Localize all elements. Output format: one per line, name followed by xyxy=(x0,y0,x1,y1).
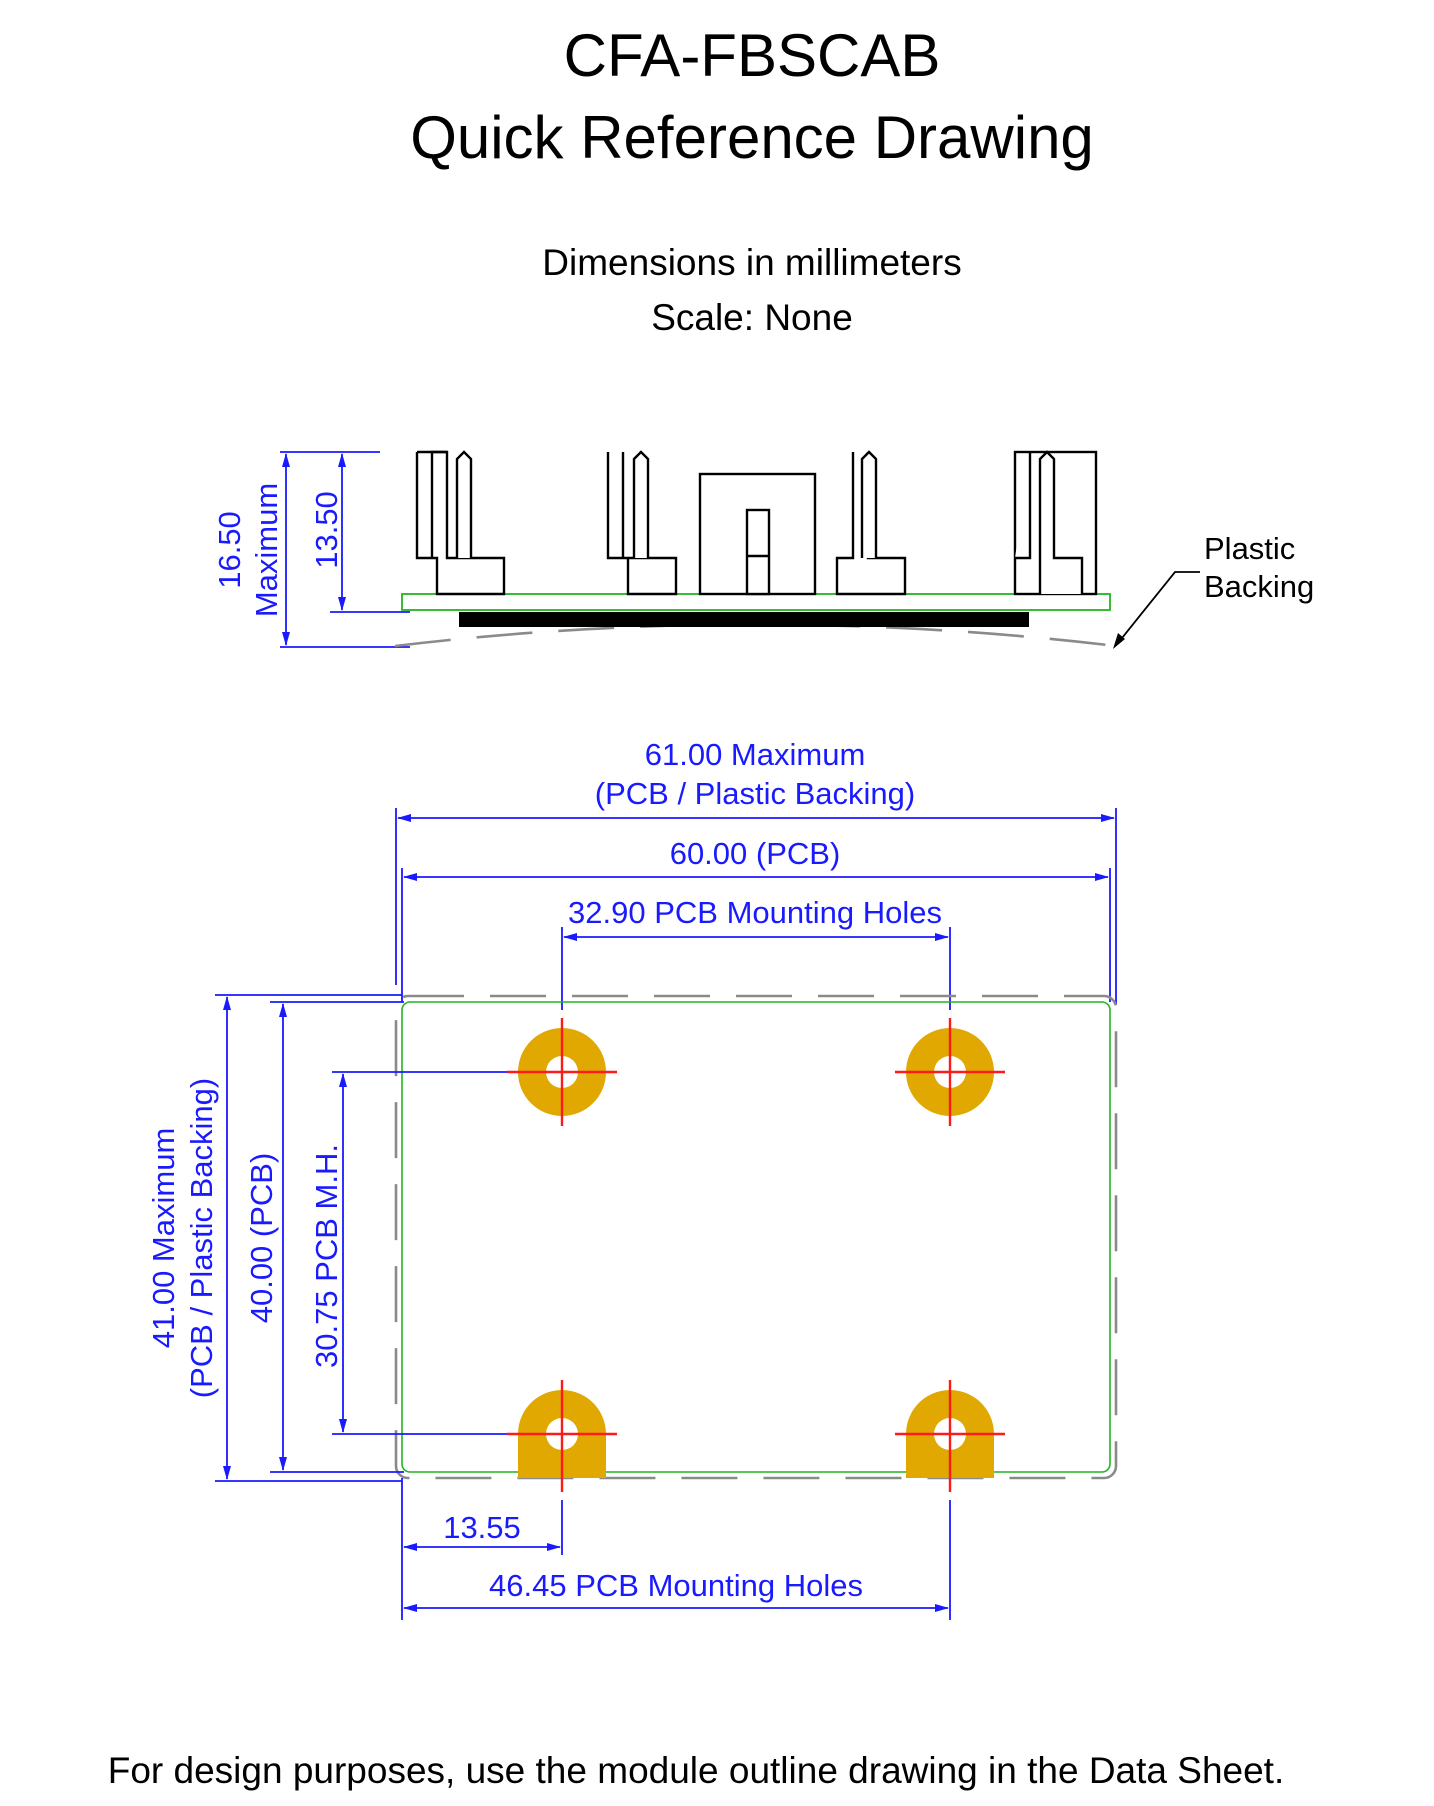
connector-3 xyxy=(835,450,907,596)
mounting-hole-bottom-right xyxy=(895,1380,1005,1492)
plastic-backing-leader xyxy=(1117,571,1200,644)
mounting-hole-top-left xyxy=(507,1018,617,1126)
title-line-2: Quick Reference Drawing xyxy=(410,104,1094,171)
pcb-outline xyxy=(401,1001,1111,1473)
connector-2 xyxy=(606,450,678,596)
dim-13-55-label: 13.55 xyxy=(443,1510,521,1545)
pcb-side xyxy=(401,593,1111,611)
plastic-backing-leader-arrow xyxy=(1113,633,1125,649)
subtitle-line-2: Scale: None xyxy=(651,297,853,338)
connector-1 xyxy=(415,450,506,596)
dim-40-00-label: 40.00 (PCB) xyxy=(244,1153,279,1324)
dim-46-45-label: 46.45 PCB Mounting Holes xyxy=(489,1568,863,1603)
dim-16-50-note: Maximum xyxy=(249,483,284,617)
plastic-backing-outline xyxy=(394,994,1118,1480)
dim-13-50-label: 13.50 xyxy=(309,491,344,569)
side-view: 16.50 Maximum 13.50 xyxy=(212,450,1314,649)
dim-41-00-line1: 41.00 Maximum xyxy=(146,1128,181,1349)
footer-note: For design purposes, use the module outl… xyxy=(108,1750,1285,1791)
dim-32-90-label: 32.90 PCB Mounting Holes xyxy=(568,895,942,930)
dim-61-00-line2: (PCB / Plastic Backing) xyxy=(595,776,915,811)
dim-41-00-line2: (PCB / Plastic Backing) xyxy=(184,1078,219,1398)
callout-backing: Backing xyxy=(1204,569,1314,604)
mounting-hole-top-right xyxy=(895,1018,1005,1126)
dim-60-00-label: 60.00 (PCB) xyxy=(670,836,841,871)
dim-61-00-line1: 61.00 Maximum xyxy=(645,737,866,772)
connector-4 xyxy=(1013,450,1098,596)
connector-center xyxy=(698,472,817,596)
dim-16-50-label: 16.50 xyxy=(212,511,247,589)
title-line-1: CFA-FBSCAB xyxy=(564,22,941,89)
subtitle-line-1: Dimensions in millimeters xyxy=(542,242,961,283)
black-strip xyxy=(459,612,1029,627)
plastic-backing-curve xyxy=(394,623,1117,648)
top-view: 61.00 Maximum (PCB / Plastic Backing) 60… xyxy=(146,737,1118,1620)
callout-plastic: Plastic xyxy=(1204,531,1295,566)
dim-30-75-label: 30.75 PCB M.H. xyxy=(309,1144,344,1368)
mounting-hole-bottom-left xyxy=(507,1380,617,1492)
